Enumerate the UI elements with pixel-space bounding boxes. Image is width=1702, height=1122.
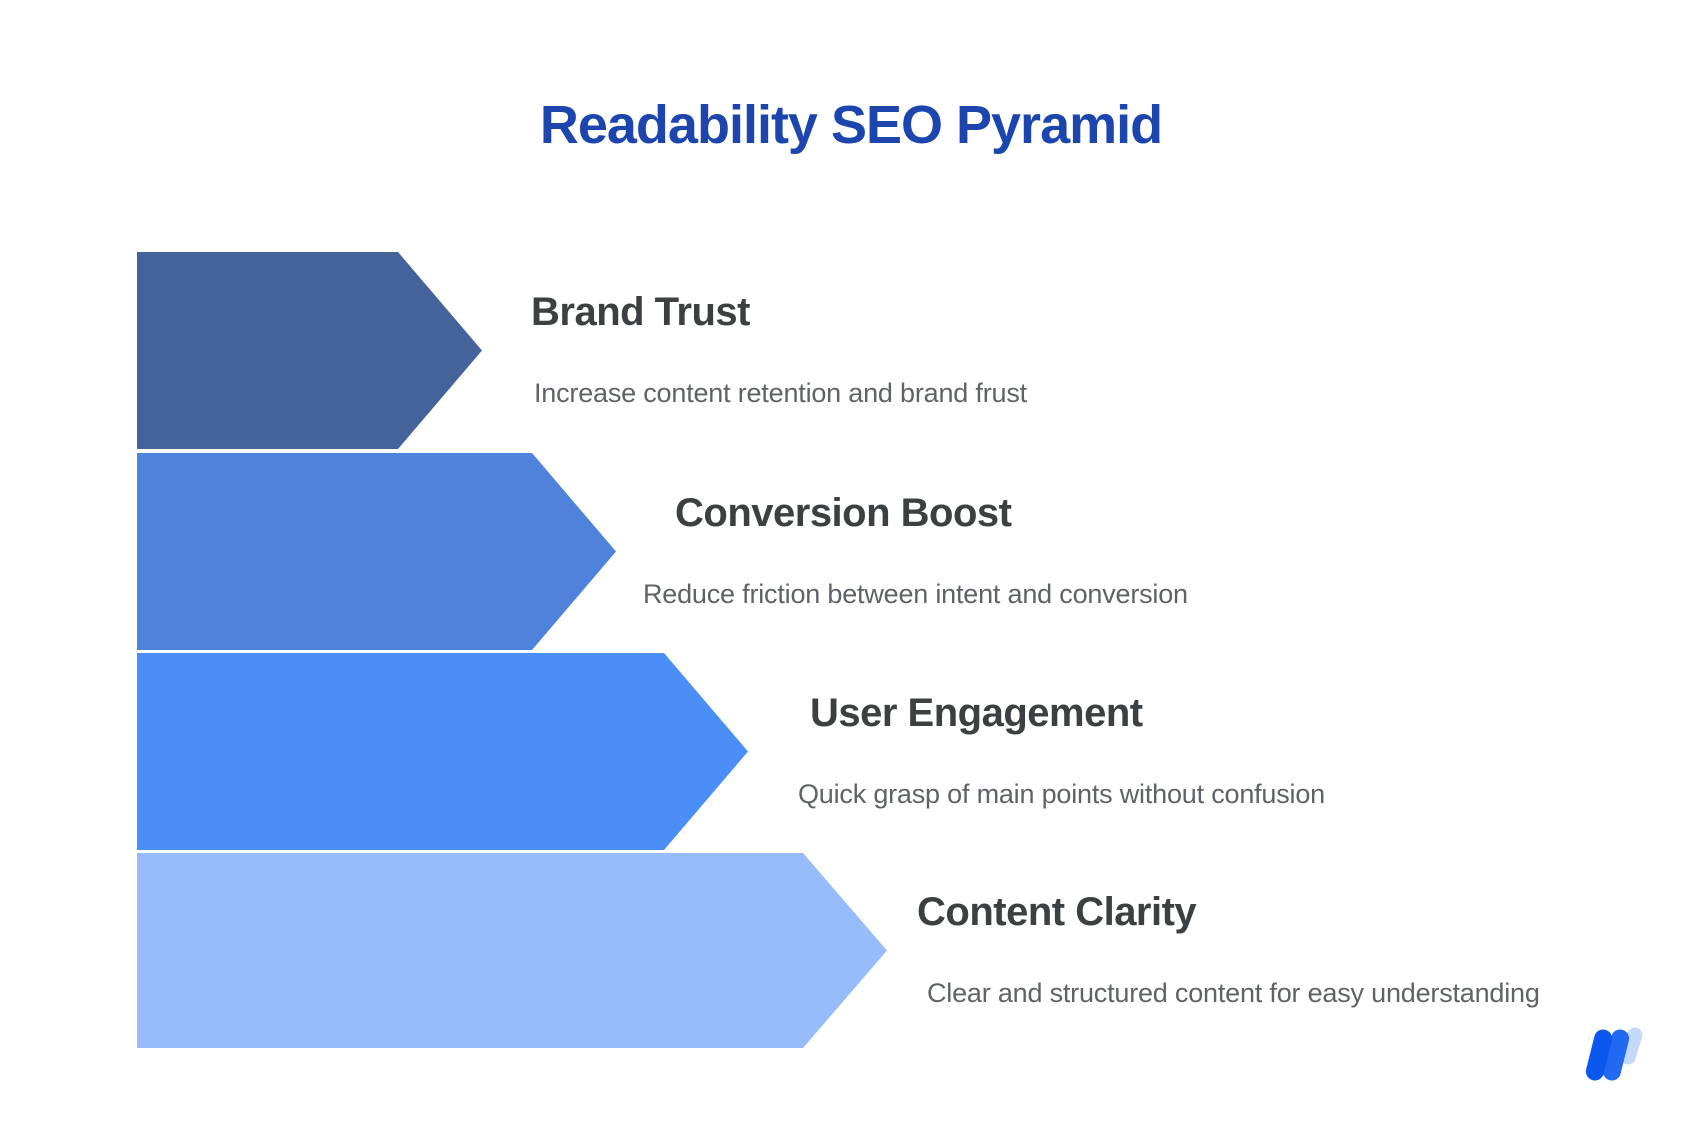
level-title-conversion-boost: Conversion Boost xyxy=(675,491,1012,535)
level-title-content-clarity: Content Clarity xyxy=(917,890,1197,934)
pyramid-arrow-3 xyxy=(137,653,748,850)
level-description-brand-trust: Increase content retention and brand fru… xyxy=(534,378,1027,408)
pyramid-arrow-2 xyxy=(137,453,616,650)
level-title-user-engagement: User Engagement xyxy=(810,691,1143,735)
level-description-content-clarity: Clear and structured content for easy un… xyxy=(927,978,1540,1008)
writesonic-logo xyxy=(1583,1025,1650,1084)
page-title: Readability SEO Pyramid xyxy=(539,95,1163,155)
level-description-conversion-boost: Reduce friction between intent and conve… xyxy=(643,579,1188,609)
level-title-brand-trust: Brand Trust xyxy=(531,290,750,334)
level-description-user-engagement: Quick grasp of main points without confu… xyxy=(798,779,1325,809)
pyramid-arrow-1 xyxy=(137,252,482,449)
pyramid-arrow-4 xyxy=(137,853,887,1048)
